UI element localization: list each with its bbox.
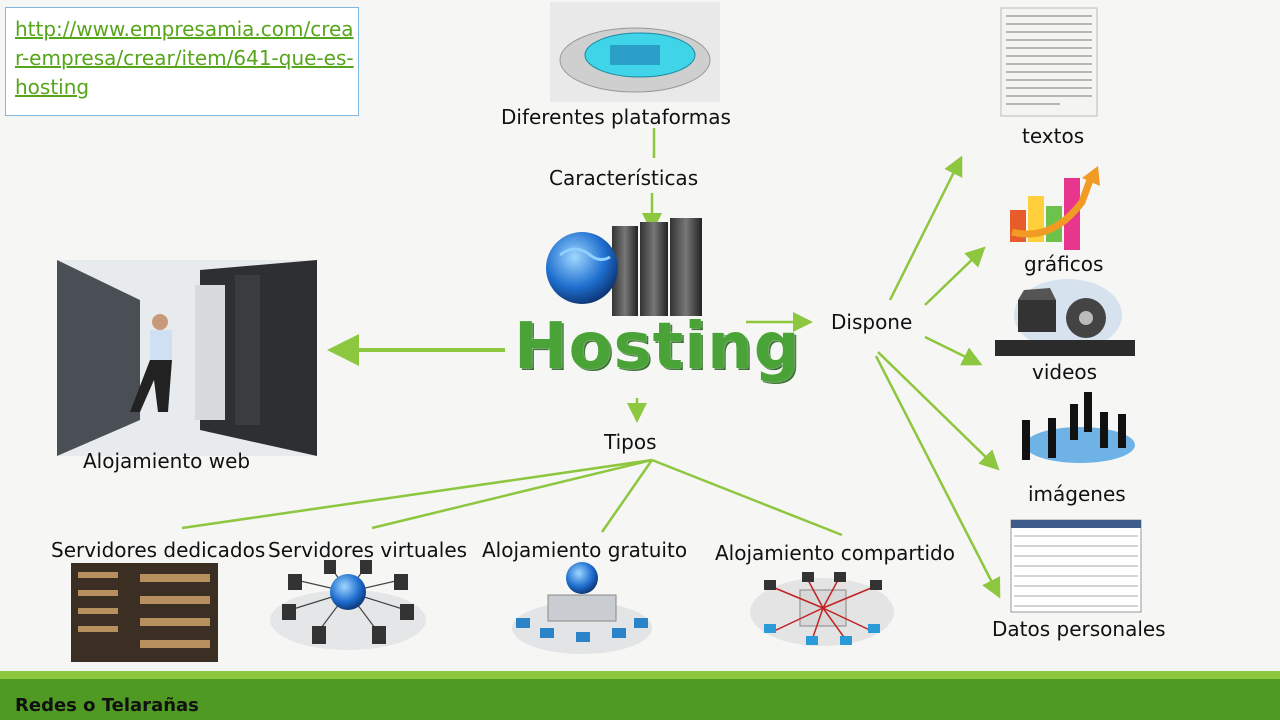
connector-graficos xyxy=(924,246,986,306)
hosting-server-image xyxy=(546,218,702,316)
dispone-imagenes-label: imágenes xyxy=(1028,482,1126,506)
connector-type-2 xyxy=(371,458,653,530)
type-virtual-label: Servidores virtuales xyxy=(268,538,468,562)
dispone-videos-label: videos xyxy=(1032,360,1098,384)
web-hosting-label: Alojamiento web xyxy=(83,449,251,473)
hosting-title: Hosting xyxy=(514,310,801,384)
free-hosting-image xyxy=(512,562,652,654)
connector-type-4 xyxy=(651,458,843,537)
connector-textos xyxy=(888,155,963,301)
dispone-label: Dispone xyxy=(831,310,913,334)
footer-bar xyxy=(0,679,1280,720)
imagenes-image xyxy=(1022,392,1135,463)
graficos-image xyxy=(1010,166,1100,250)
types-label: Tipos xyxy=(604,430,657,454)
shared-hosting-image xyxy=(750,572,894,646)
platforms-cloud-image xyxy=(550,2,720,102)
connector-type-1 xyxy=(181,458,653,530)
dispone-datos-label: Datos personales xyxy=(992,617,1166,641)
dispone-graficos-label: gráficos xyxy=(1024,252,1104,276)
features-label: Características xyxy=(549,166,699,190)
type-free-label: Alojamiento gratuito xyxy=(482,538,688,562)
textos-image xyxy=(1000,7,1098,117)
virtual-servers-image xyxy=(270,560,426,650)
datacenter-image xyxy=(57,260,317,456)
dedicated-servers-image xyxy=(71,563,218,662)
type-dedicated-label: Servidores dedicados xyxy=(51,538,266,562)
source-link[interactable]: http://www.empresamia.com/crear-empresa/… xyxy=(15,17,354,99)
platforms-label: Diferentes plataformas xyxy=(501,105,731,129)
dispone-textos-label: textos xyxy=(1022,124,1085,148)
videos-image xyxy=(995,279,1135,356)
connector-type-3 xyxy=(600,459,654,533)
footer-label: Redes o Telarañas xyxy=(15,695,199,716)
connector-datos xyxy=(874,355,1001,599)
connector-imagenes xyxy=(877,351,1000,471)
datos-personales-image xyxy=(1010,519,1142,613)
connector-videos xyxy=(924,335,983,366)
type-shared-label: Alojamiento compartido xyxy=(715,541,955,565)
source-link-box: http://www.empresamia.com/crear-empresa/… xyxy=(5,7,359,116)
footer-accent-bar xyxy=(0,671,1280,679)
